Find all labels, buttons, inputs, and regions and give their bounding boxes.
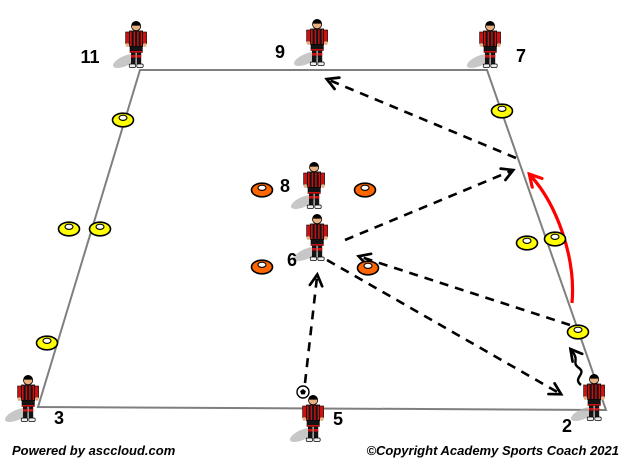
cone-yellow xyxy=(566,324,590,340)
cone-yellow xyxy=(35,335,59,351)
player-8 xyxy=(288,161,326,213)
pass-6-to-wide-arrow xyxy=(344,171,511,242)
player-2-number-label: 2 xyxy=(562,416,572,436)
cone-yellow xyxy=(490,103,514,119)
player-9-number-label: 9 xyxy=(275,42,285,62)
player-7 xyxy=(464,20,502,72)
pass-5-to-6-arrow xyxy=(303,277,317,384)
dribble-arrow xyxy=(572,351,581,386)
cone-yellow xyxy=(88,221,112,237)
cone-orange xyxy=(356,260,380,276)
copyright-credit: ©Copyright Academy Sports Coach 2021 xyxy=(366,443,619,458)
cone-yellow xyxy=(543,231,567,247)
player-6 xyxy=(291,213,329,265)
field-layer xyxy=(36,69,608,412)
player-11-number-label: 11 xyxy=(80,47,99,67)
player-8-number-label: 8 xyxy=(280,176,290,196)
pass-cone2-to-6-arrow xyxy=(361,257,571,327)
cone-yellow xyxy=(57,221,81,237)
cones-layer xyxy=(35,103,590,351)
cone-orange xyxy=(250,182,274,198)
pass-wide-to-9-arrow xyxy=(329,80,517,160)
cone-yellow xyxy=(515,235,539,251)
player-6-number-label: 6 xyxy=(287,250,297,270)
arrows-layer xyxy=(303,80,581,393)
labels-layer: 11 9 7 8 6 3 5 2 xyxy=(54,42,572,436)
powered-by-credit: Powered by asccloud.com xyxy=(12,443,176,458)
field-boundary xyxy=(36,69,608,412)
cone-orange xyxy=(250,259,274,275)
player-9 xyxy=(291,18,329,70)
player-2 xyxy=(568,373,606,425)
cone-orange xyxy=(353,182,377,198)
player-3 xyxy=(2,374,40,426)
cone-yellow xyxy=(111,112,135,128)
pass-6-to-2-arrow xyxy=(326,258,559,393)
soccer-ball xyxy=(296,385,310,399)
player-11 xyxy=(110,20,148,72)
player-5 xyxy=(287,394,325,446)
player-7-number-label: 7 xyxy=(516,46,526,66)
player-5-number-label: 5 xyxy=(333,409,343,429)
player-3-number-label: 3 xyxy=(54,408,64,428)
ball-layer xyxy=(296,385,310,399)
